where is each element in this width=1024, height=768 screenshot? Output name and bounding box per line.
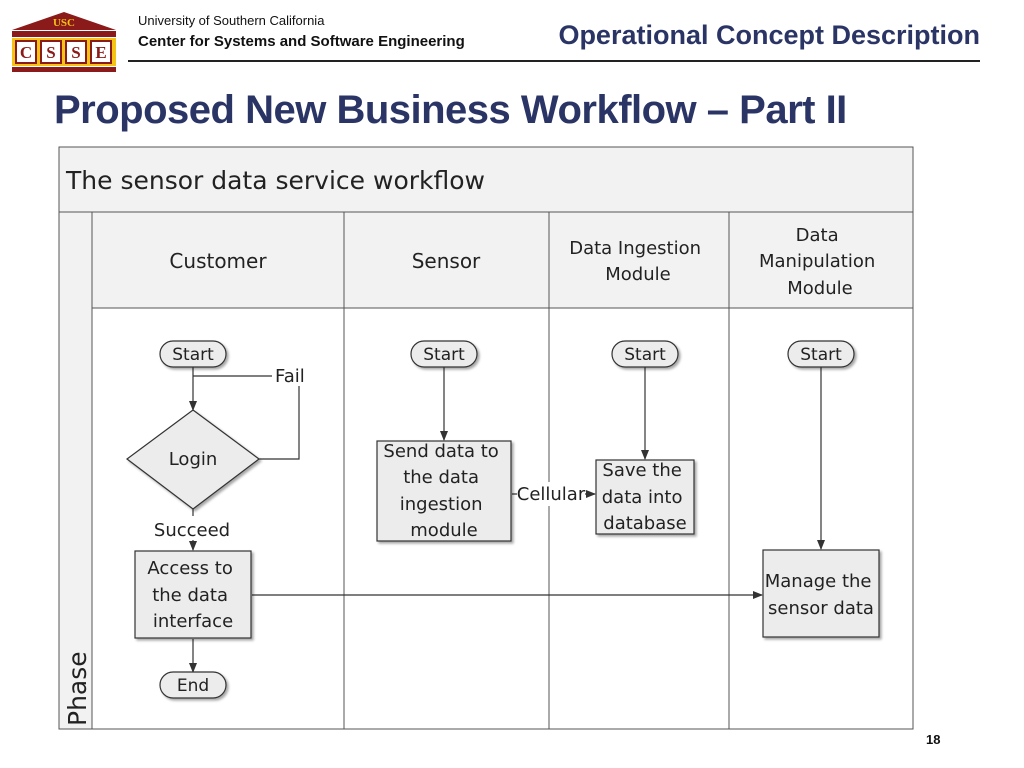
lane-header-customer: Customer: [169, 249, 267, 273]
customer-end-node: End: [159, 671, 227, 699]
logo-letter-1: C: [20, 43, 32, 62]
access-data-interface-box: Access to the data interface: [134, 550, 252, 639]
manipulation-start-node: Start: [787, 340, 855, 368]
ingestion-start-node: Start: [611, 340, 679, 368]
lane-header-manipulation: Data Manipulation Module: [759, 225, 881, 299]
svg-text:Start: Start: [423, 345, 465, 365]
svg-text:Save the data into: Save the data into database: [602, 460, 688, 534]
edge-login-fail: [193, 375, 300, 460]
section-title: Operational Concept Description: [558, 20, 980, 50]
svg-text:Start: Start: [172, 345, 214, 365]
svg-text:Manage the sensor data: Manage the sensor data: [765, 571, 878, 619]
logo-letter-4: E: [95, 43, 106, 62]
login-decision: Login: [125, 409, 261, 510]
header-divider: [128, 60, 980, 62]
logo-letter-3: S: [71, 43, 80, 62]
save-data-box: Save the data into database: [595, 459, 695, 535]
manage-sensor-data-box: Manage the sensor data: [762, 549, 880, 638]
logo-letters: C S S E: [15, 40, 112, 64]
svg-text:Access to the data: Access to the data interface: [147, 558, 238, 632]
lane-header-sensor: Sensor: [412, 249, 481, 273]
phase-column: [58, 211, 93, 730]
university-name: University of Southern California: [138, 13, 325, 28]
svg-text:Start: Start: [800, 345, 842, 365]
edge-label-fail: Fail: [275, 366, 305, 387]
lane-header-ingestion: Data Ingestion Module: [569, 238, 707, 285]
slide-title: Proposed New Business Workflow – Part II: [54, 88, 847, 132]
svg-text:End: End: [177, 676, 209, 696]
connectors: [189, 367, 825, 673]
page-number: 18: [926, 732, 941, 747]
diagram-title: The sensor data service workflow: [65, 166, 485, 195]
center-name: Center for Systems and Software Engineer…: [138, 33, 465, 50]
send-data-box: Send data to the data ingestion module: [376, 440, 512, 542]
edge-label-cellular: Cellular: [517, 484, 586, 505]
svg-text:Start: Start: [624, 345, 666, 365]
svg-text:Login: Login: [169, 449, 218, 470]
diagram-title-bar: [58, 146, 914, 213]
lane-header-row: [91, 211, 914, 309]
edge-label-succeed: Succeed: [154, 520, 230, 541]
logo-letter-2: S: [46, 43, 55, 62]
logo-usc-text: USC: [53, 17, 75, 29]
sensor-start-node: Start: [410, 340, 478, 368]
svg-text:Send data to the data: Send data to the data ingestion module: [383, 441, 504, 541]
phase-label: Phase: [63, 651, 92, 726]
customer-start-node: Start: [159, 340, 227, 368]
usc-csse-logo: USC C S S E: [12, 12, 116, 72]
